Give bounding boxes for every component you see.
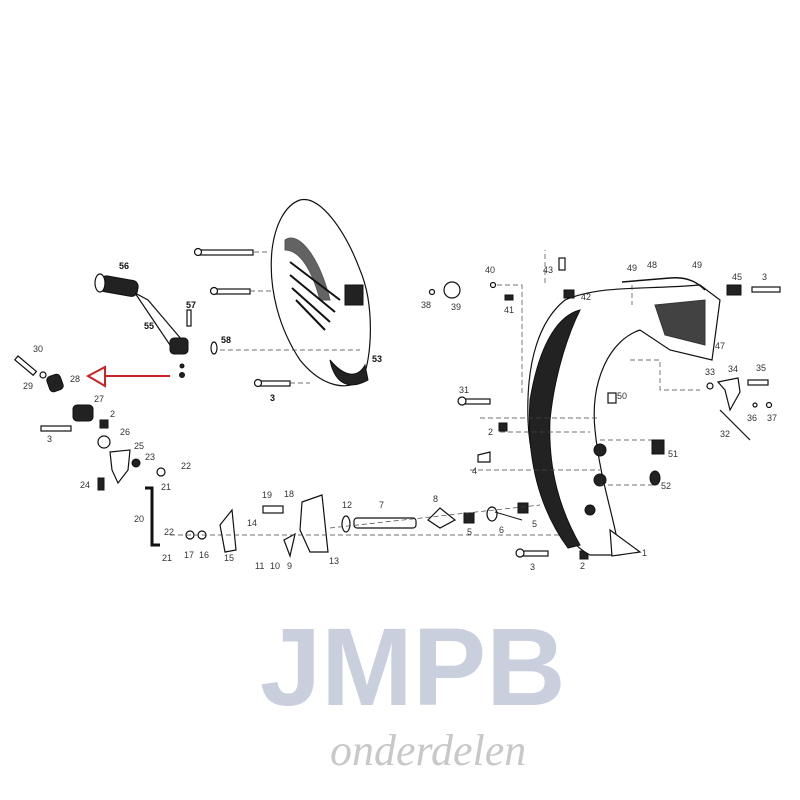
label-16: 16 (199, 550, 209, 560)
label-47: 47 (715, 341, 725, 351)
label-35: 35 (756, 363, 766, 373)
label-45: 45 (732, 272, 742, 282)
label-49: 49 (692, 260, 702, 270)
label-48: 48 (647, 260, 657, 270)
watermark: JMPB onderdelen (260, 606, 566, 775)
label-30: 30 (33, 344, 43, 354)
label-55: 55 (144, 321, 154, 331)
label-39: 39 (451, 302, 461, 312)
label-3: 3 (270, 393, 275, 403)
label-1: 1 (642, 548, 647, 558)
label-57: 57 (186, 300, 196, 310)
label-25: 25 (134, 441, 144, 451)
part-kickstart-lever (94, 273, 218, 378)
label-38: 38 (421, 300, 431, 310)
label-53: 53 (372, 354, 382, 364)
label-58: 58 (221, 335, 231, 345)
label-40: 40 (485, 265, 495, 275)
label-9: 9 (287, 561, 292, 571)
label-36: 36 (747, 413, 757, 423)
label-27: 27 (94, 394, 104, 404)
part-gear-shaft-assembly (170, 494, 589, 560)
label-22: 22 (181, 461, 191, 471)
label-15: 15 (224, 553, 234, 563)
label-34: 34 (728, 364, 738, 374)
label-14: 14 (247, 518, 257, 528)
label-23: 23 (145, 452, 155, 462)
cover-screws (193, 247, 360, 388)
label-7: 7 (379, 500, 384, 510)
label-28: 28 (70, 374, 80, 384)
label-20: 20 (134, 514, 144, 524)
label-49: 49 (627, 263, 637, 273)
label-3: 3 (762, 272, 767, 282)
label-32: 32 (720, 429, 730, 439)
label-24: 24 (80, 480, 90, 490)
label-31: 31 (459, 385, 469, 395)
label-22: 22 (164, 527, 174, 537)
label-17: 17 (184, 550, 194, 560)
label-42: 42 (581, 292, 591, 302)
label-5: 5 (532, 519, 537, 529)
label-3: 3 (47, 434, 52, 444)
label-56: 56 (119, 261, 129, 271)
label-21: 21 (162, 553, 172, 563)
label-13: 13 (329, 556, 339, 566)
crankcase-small-parts (428, 250, 781, 486)
label-43: 43 (543, 265, 553, 275)
label-2: 2 (580, 561, 585, 571)
label-12: 12 (342, 500, 352, 510)
label-2: 2 (110, 409, 115, 419)
label-3: 3 (530, 562, 535, 572)
watermark-subtitle: onderdelen (330, 726, 526, 775)
highlight-arrow (85, 365, 170, 388)
label-41: 41 (504, 305, 514, 315)
label-50: 50 (617, 391, 627, 401)
label-29: 29 (23, 381, 33, 391)
part-crankcase-1 (470, 284, 721, 557)
watermark-brand: JMPB (260, 606, 566, 729)
label-19: 19 (262, 490, 272, 500)
label-52: 52 (661, 481, 671, 491)
part-cover-53 (270, 199, 371, 387)
part-number-labels: 30 29 28 27 2 3 26 25 23 22 21 24 20 22 … (23, 260, 777, 572)
label-2: 2 (488, 427, 493, 437)
label-4: 4 (472, 466, 477, 476)
label-11: 11 (255, 561, 264, 571)
label-6: 6 (499, 525, 504, 535)
label-21: 21 (161, 482, 171, 492)
label-18: 18 (284, 489, 294, 499)
label-26: 26 (120, 427, 130, 437)
label-51: 51 (668, 449, 678, 459)
label-5: 5 (467, 527, 472, 537)
label-10: 10 (270, 561, 280, 571)
label-37: 37 (767, 413, 777, 423)
label-33: 33 (705, 367, 715, 377)
part-gear-linkage (13, 355, 166, 547)
label-8: 8 (433, 494, 438, 504)
